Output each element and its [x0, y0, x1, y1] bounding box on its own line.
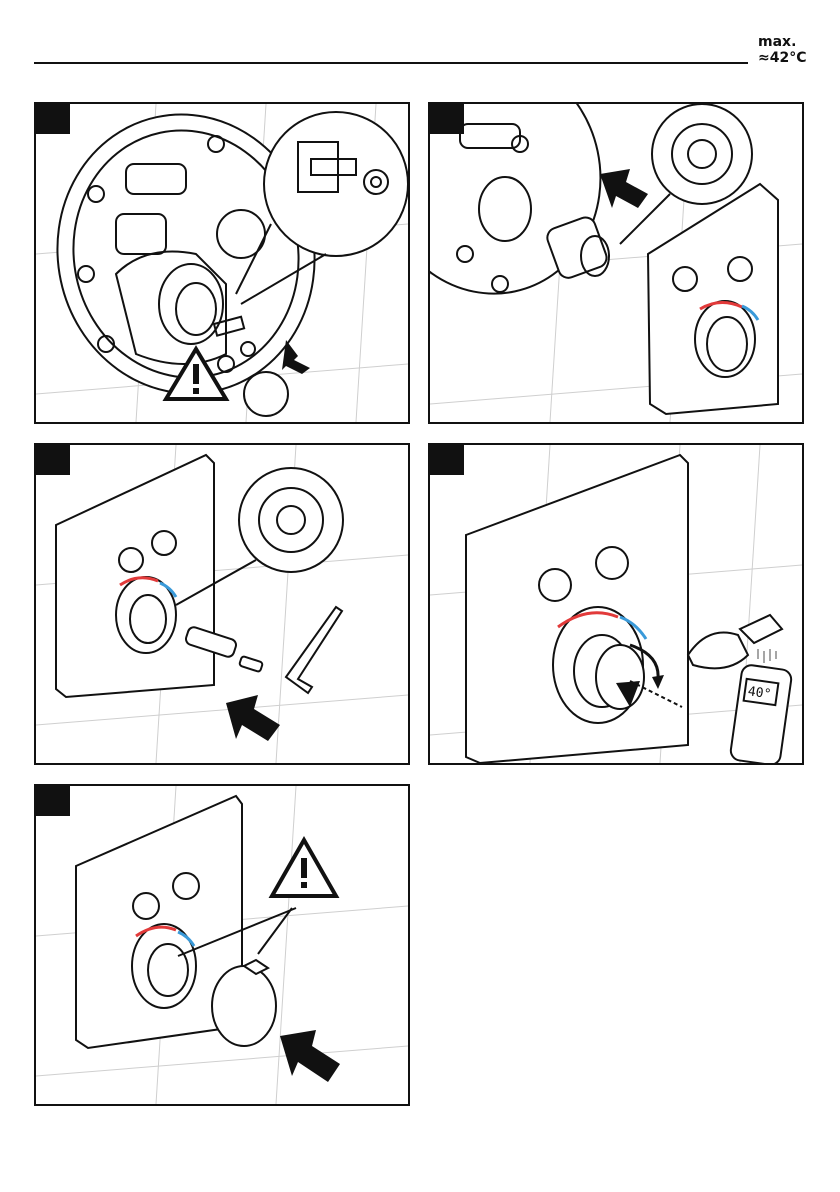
step-4-tab	[430, 445, 464, 475]
step-2-illustration	[430, 104, 802, 422]
step-1-panel	[34, 102, 410, 424]
arrow-icon	[280, 1030, 340, 1082]
step-5-tab	[36, 786, 70, 816]
thermostat-handle	[212, 966, 276, 1046]
step-4-panel: 40°	[428, 443, 804, 765]
detail-magnifier	[239, 468, 343, 572]
step-3-panel	[34, 443, 410, 765]
detail-magnifier	[652, 104, 752, 204]
thermometer-icon	[730, 664, 793, 763]
hand-shower-icon	[740, 615, 782, 643]
max-temperature-label: max. ≈42°C	[758, 34, 836, 66]
screw	[239, 656, 263, 672]
arrow-icon	[226, 695, 280, 741]
step-5-illustration	[36, 786, 408, 1104]
mounting-plate	[430, 104, 623, 314]
step-5-panel	[34, 784, 410, 1106]
header-rule	[34, 62, 748, 64]
trim-plate	[648, 184, 778, 414]
hand	[688, 633, 748, 669]
step-1-tab	[36, 104, 70, 134]
arrow-icon	[282, 340, 310, 374]
hex-key-icon	[286, 607, 342, 693]
adjustment-ring	[596, 645, 644, 709]
step-3-illustration	[36, 445, 408, 763]
step-marker-b	[244, 372, 288, 416]
step-2-panel	[428, 102, 804, 424]
arrow-icon	[600, 169, 648, 208]
step-1-illustration	[36, 104, 408, 422]
temp-value: ≈42°C	[758, 50, 836, 66]
step-2-tab	[430, 104, 464, 134]
max-label: max.	[758, 34, 836, 50]
step-4-illustration: 40°	[430, 445, 802, 763]
trim-plate	[56, 455, 214, 697]
step-3-tab	[36, 445, 70, 475]
detail-magnifier	[264, 112, 408, 256]
